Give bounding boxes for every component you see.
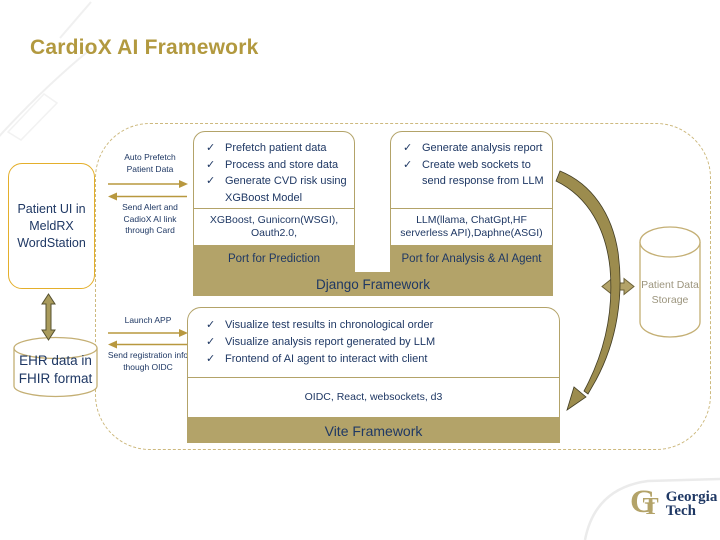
django-framework-label: Django Framework	[315, 276, 431, 292]
launch-app-label: Launch APP	[124, 315, 172, 325]
task-item: ✓ Visualize analysis report generated by …	[204, 334, 555, 351]
task-text: Visualize test results in chronological …	[225, 319, 434, 331]
port-for-prediction-label: Port for Prediction	[227, 253, 321, 265]
port-for-prediction-bar: Port for Prediction	[193, 246, 355, 272]
analysis-tech-box: LLM(llama, ChatGpt,HF serverless API),Da…	[390, 209, 553, 246]
framework-boundary	[95, 123, 711, 450]
task-text: Visualize analysis report generated by L…	[225, 336, 436, 348]
vite-task-box: ✓ Visualize test results in chronological…	[187, 307, 560, 378]
georgia-tech-wordmark: Georgia Tech	[665, 489, 718, 519]
gt-logo-icon: G T	[630, 484, 659, 520]
analysis-task-box: ✓ Generate analysis report ✓ Create web soc…	[390, 131, 553, 209]
check-icon: ✓	[206, 158, 216, 171]
check-icon: ✓	[206, 142, 216, 154]
prediction-task-list: ✓ Prefetch patient data ✓ Process and store…	[204, 140, 350, 206]
check-icon: ✓	[403, 158, 413, 171]
auto-prefetch-label: Auto Prefetch Patient Data	[124, 152, 176, 174]
task-item: ✓ Frontend of AI agent to interact with c…	[204, 351, 555, 368]
task-item: ✓ Prefetch patient data	[204, 140, 350, 157]
vite-framework-label: Vite Framework	[324, 422, 423, 439]
georgia-tech-logo: G T Georgia Tech	[630, 484, 718, 520]
ehr-data-label: EHR data in FHIR format	[18, 353, 93, 386]
task-text: Process and store data	[225, 158, 339, 171]
check-icon: ✓	[206, 319, 216, 331]
prediction-column: ✓ Prefetch patient data ✓ Process and store…	[193, 131, 355, 272]
vite-tech-label: OIDC, React, websockets, d3	[304, 390, 443, 403]
task-text: Generate CVD risk using XGBoost Model	[225, 175, 347, 204]
check-icon: ✓	[206, 336, 216, 348]
task-text: Prefetch patient data	[225, 142, 327, 154]
task-text: Frontend of AI agent to interact with cl…	[225, 353, 428, 365]
task-item: ✓ Visualize test results in chronological…	[204, 317, 555, 334]
send-registration-label: Send registration info though OIDC	[107, 350, 189, 372]
prediction-tech-box: XGBoost, Gunicorn(WSGI), Oauth2.0,	[193, 209, 355, 246]
check-icon: ✓	[206, 175, 216, 187]
analysis-task-list: ✓ Generate analysis report ✓ Create web soc…	[401, 140, 548, 190]
port-for-analysis-label: Port for Analysis & AI Agent	[401, 253, 542, 265]
ui-ehr-sync-arrow	[41, 293, 56, 341]
check-icon: ✓	[206, 353, 216, 365]
check-icon: ✓	[403, 142, 413, 154]
task-text: Create web sockets to send response from…	[422, 158, 544, 188]
vite-task-list: ✓ Visualize test results in chronological…	[204, 317, 555, 368]
patient-ui-label: Patient UI in MeldRX WordStation	[17, 201, 86, 250]
task-text: Generate analysis report	[422, 142, 543, 154]
analysis-tech-label: LLM(llama, ChatGpt,HF serverless API),Da…	[400, 213, 543, 240]
port-for-analysis-bar: Port for Analysis & AI Agent	[390, 246, 553, 272]
prediction-task-box: ✓ Prefetch patient data ✓ Process and store…	[193, 131, 355, 209]
page-title: CardioX AI Framework	[30, 36, 259, 59]
patient-ui-box: Patient UI in MeldRX WordStation	[8, 163, 95, 289]
vite-block: ✓ Visualize test results in chronological…	[187, 307, 560, 443]
django-framework-bar: Django Framework	[193, 272, 553, 296]
task-item: ✓ Generate CVD risk using XGBoost Model	[204, 173, 350, 206]
analysis-column: ✓ Generate analysis report ✓ Create web soc…	[390, 131, 553, 272]
patient-data-storage-label: Patient Data Storage	[641, 279, 699, 306]
vite-framework-bar: Vite Framework	[187, 418, 560, 443]
vite-tech-box: OIDC, React, websockets, d3	[187, 378, 560, 418]
task-item: ✓ Create web sockets to send response fro…	[401, 157, 548, 190]
task-item: ✓ Process and store data	[204, 157, 350, 174]
prediction-tech-label: XGBoost, Gunicorn(WSGI), Oauth2.0,	[209, 213, 339, 240]
task-item: ✓ Generate analysis report	[401, 140, 548, 157]
send-alert-label: Send Alert and CadioX AI link through Ca…	[122, 202, 178, 235]
